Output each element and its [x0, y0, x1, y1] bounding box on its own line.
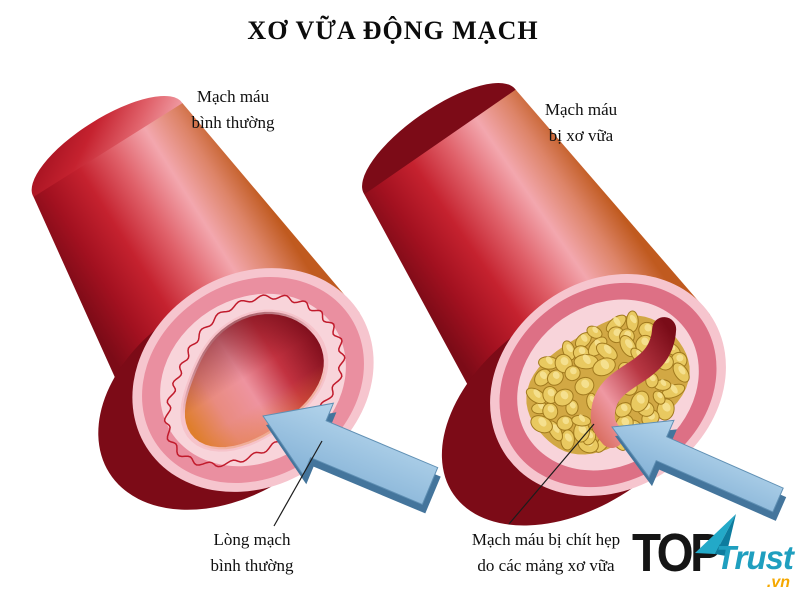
label-line: bình thường [210, 556, 294, 576]
label-normal-vessel: Mạch máu bình thường [192, 84, 275, 137]
blood-flow-arrow [611, 419, 787, 521]
label-diseased-vessel: Mạch máu bị xơ vữa [545, 97, 617, 150]
logo-vn-text: .vn [766, 574, 790, 591]
leader-line [508, 423, 595, 525]
logo-flag-icon [695, 514, 736, 556]
label-line: Lòng mạch [213, 530, 291, 549]
toptrust-logo: TOP Trust .vn [632, 512, 798, 592]
label-line: Mạch máu bị chít hẹp [471, 530, 621, 549]
label-normal-lumen: Lòng mạch bình thường [211, 527, 294, 580]
label-line: do các mảng xơ vữa [477, 556, 615, 576]
label-narrowed-lumen: Mạch máu bị chít hẹp do các mảng xơ vữa [472, 527, 620, 580]
label-line: bị xơ vữa [548, 126, 614, 146]
label-line: Mạch máu [196, 87, 270, 106]
logo-trust-text: Trust [716, 539, 794, 576]
normal-artery [31, 95, 374, 510]
leader-line [273, 440, 323, 527]
label-line: bình thường [191, 113, 275, 133]
page-title: XƠ VỮA ĐỘNG MẠCH [247, 16, 539, 45]
label-line: Mạch máu [544, 100, 618, 119]
